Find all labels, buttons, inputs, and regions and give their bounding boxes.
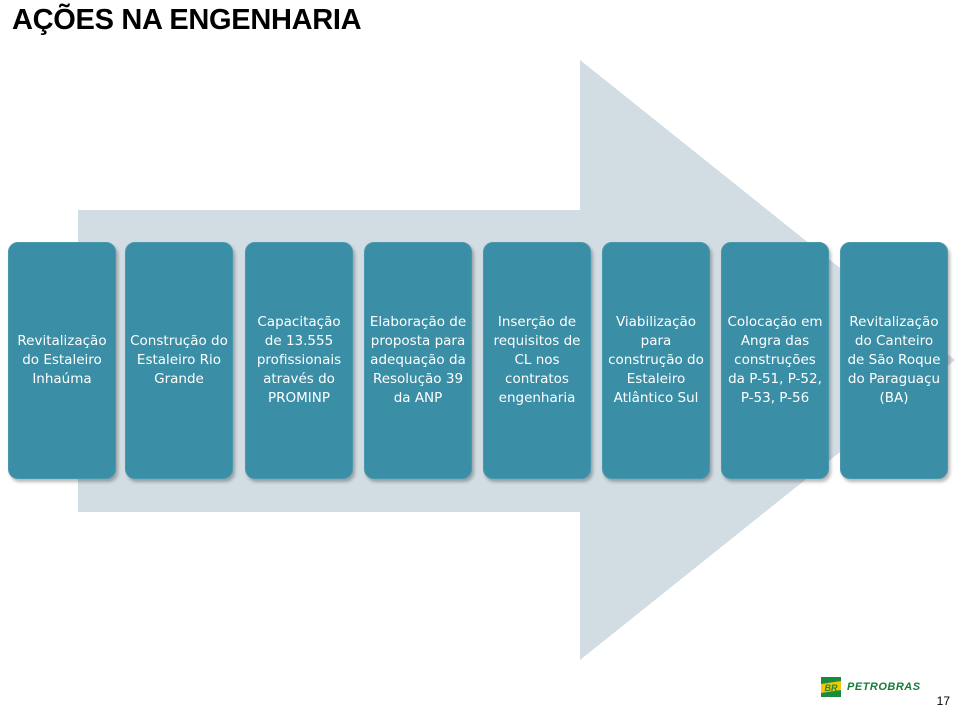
slide-title: AÇÕES NA ENGENHARIA bbox=[12, 4, 362, 36]
action-card-text: Construção do Estaleiro Rio Grande bbox=[130, 333, 228, 387]
action-card-6: Viabilização para construção do Estaleir… bbox=[602, 242, 710, 479]
page-number: 17 bbox=[936, 694, 950, 708]
action-card-8: Revitalização do Canteiro de São Roque d… bbox=[840, 242, 948, 479]
action-card-3: Capacitação de 13.555 profissionais atra… bbox=[245, 242, 353, 479]
logo-text: BR bbox=[825, 683, 838, 693]
action-card-text: Revitalização do Canteiro de São Roque d… bbox=[847, 314, 941, 406]
action-card-text: Capacitação de 13.555 profissionais atra… bbox=[256, 314, 342, 406]
action-card-text: Revitalização do Estaleiro Inhaúma bbox=[17, 333, 107, 387]
action-card-1: Revitalização do Estaleiro Inhaúma bbox=[8, 242, 116, 479]
action-card-text: Colocação em Angra das construções da P-… bbox=[727, 314, 823, 406]
action-card-5: Inserção de requisitos de CL nos contrat… bbox=[483, 242, 591, 479]
action-card-text: Elaboração de proposta para adequação da… bbox=[369, 314, 467, 406]
action-card-2: Construção do Estaleiro Rio Grande bbox=[125, 242, 233, 479]
petrobras-brand: BR PETROBRAS bbox=[821, 677, 921, 697]
action-card-4: Elaboração de proposta para adequação da… bbox=[364, 242, 472, 479]
petrobras-logo-icon: BR bbox=[821, 677, 841, 697]
action-card-text: Inserção de requisitos de CL nos contrat… bbox=[493, 314, 581, 406]
action-card-text: Viabilização para construção do Estaleir… bbox=[608, 314, 704, 406]
brand-name: PETROBRAS bbox=[847, 681, 921, 693]
action-card-7: Colocação em Angra das construções da P-… bbox=[721, 242, 829, 479]
